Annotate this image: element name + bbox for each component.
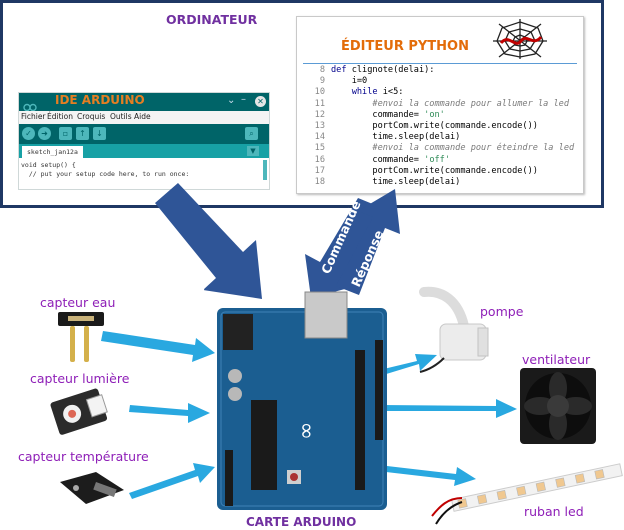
svg-text:∞: ∞ — [294, 422, 319, 440]
code-line: 16 commande= 'off' — [305, 155, 577, 166]
code-token: portCom.write(commande.encode()) — [331, 165, 538, 176]
menu-item-fichier[interactable]: Fichier — [21, 112, 46, 121]
line-number: 11 — [314, 98, 325, 109]
actuator-arrows — [371, 354, 517, 486]
led-strip-icon — [431, 463, 623, 525]
code-token: commande= — [331, 109, 425, 120]
line-number: 16 — [314, 154, 325, 165]
menu-item-edition[interactable]: Édition — [47, 112, 73, 121]
actuator-label-pump: pompe — [480, 304, 524, 319]
sensor-arrows — [101, 331, 215, 499]
python-editor-title: ÉDITEUR PYTHON — [341, 39, 469, 54]
sensor-label-water: capteur eau — [40, 295, 116, 310]
serial-monitor-icon[interactable]: ⌕ — [245, 127, 258, 140]
code-line: 11 #envoi la commande pour allumer la le… — [305, 99, 577, 110]
tab-sketch[interactable]: sketch_jan12a — [22, 146, 83, 158]
menu-item-aide[interactable]: Aide — [134, 112, 151, 121]
code-line: 9 i=0 — [305, 76, 577, 87]
code-line: 13 portCom.write(commande.encode()) — [305, 121, 577, 132]
command-arrow — [305, 198, 380, 298]
code-token: clignote(delai): — [351, 65, 435, 75]
arduino-logo-icon — [23, 97, 37, 112]
code-line: 18 time.sleep(delai) — [305, 177, 577, 188]
line-number: 14 — [314, 132, 325, 143]
line-number: 15 — [314, 143, 325, 154]
code-token: commande= — [331, 154, 425, 165]
ide-toolbar: ✓ ➜ ▫ ↑ ↓ ⌕ — [19, 124, 269, 144]
code-line: 10 while i<5: — [305, 87, 577, 98]
line-number: 18 — [314, 176, 325, 187]
code-token: time.sleep(delai) — [331, 132, 461, 143]
code-line: 8 def clignote(delai): — [305, 65, 577, 76]
response-arrow — [336, 189, 400, 295]
scrollbar[interactable] — [263, 160, 267, 180]
code-token: #envoi la commande pour allumer la led — [331, 98, 569, 109]
tab-menu-icon[interactable]: ▼ — [247, 146, 259, 156]
sensor-label-temperature: capteur température — [18, 449, 149, 464]
code-token: while — [351, 87, 378, 98]
light-sensor-icon — [50, 388, 108, 435]
verify-icon[interactable]: ✓ — [22, 127, 35, 140]
code-line: 14 time.sleep(delai) — [305, 132, 577, 143]
code-line: 17 portCom.write(commande.encode()) — [305, 166, 577, 177]
actuator-label-fan: ventilateur — [522, 352, 591, 367]
close-icon[interactable]: ✕ — [255, 96, 266, 107]
save-file-icon[interactable]: ↓ — [93, 127, 106, 140]
code-token: i<5: — [377, 87, 404, 98]
chevron-down-icon[interactable]: ⌄ — [227, 95, 236, 106]
menu-item-outils[interactable]: Outils — [110, 112, 132, 121]
board-label: CARTE ARDUINO — [246, 515, 357, 529]
arduino-board-icon: ∞ — [217, 291, 387, 510]
code-token: def — [331, 65, 352, 75]
code-line: 15 #envoi la commande pour éteindre la l… — [305, 143, 577, 154]
code-token: portCom.write(commande.encode()) — [331, 120, 538, 131]
ide-tabbar: sketch_jan12a ▼ — [19, 144, 269, 158]
code-token: time.sleep(delai) — [331, 176, 461, 187]
sensor-label-light: capteur lumière — [30, 371, 130, 386]
code-token: i=0 — [331, 76, 368, 87]
code-token: 'on' — [424, 109, 445, 120]
upload-arrow — [155, 183, 262, 299]
pump-icon — [419, 286, 489, 373]
menu-item-croquis[interactable]: Croquis — [77, 112, 106, 121]
ide-title: IDE ARDUINO — [55, 93, 145, 107]
ide-code-area[interactable]: void setup() { // put your setup code he… — [19, 158, 269, 189]
code-line: // put your setup code here, to run once… — [21, 170, 190, 178]
line-number: 8 — [319, 65, 325, 75]
code-line: 12 commande= 'on' — [305, 110, 577, 121]
ide-menubar: Fichier Édition Croquis Outils Aide — [19, 111, 269, 124]
line-number: 10 — [314, 87, 325, 98]
actuator-label-led-strip: ruban led — [524, 504, 584, 519]
title-separator — [303, 63, 577, 64]
spider-web-icon — [491, 19, 549, 63]
arduino-ide-window: IDE ARDUINO ⌄ – ✕ Fichier Édition Croqui… — [18, 92, 270, 190]
upload-icon[interactable]: ➜ — [38, 127, 51, 140]
line-number: 12 — [314, 109, 325, 120]
ide-titlebar: IDE ARDUINO ⌄ – ✕ — [19, 93, 269, 112]
code-token: #envoi la commande pour éteindre la led — [331, 143, 575, 154]
code-line: void setup() { — [21, 161, 76, 169]
open-file-icon[interactable]: ↑ — [76, 127, 89, 140]
minimize-icon[interactable]: – — [241, 94, 246, 105]
computer-title: ORDINATEUR — [166, 12, 258, 27]
line-number: 13 — [314, 120, 325, 131]
code-token: 'off' — [424, 154, 451, 165]
water-sensor-icon — [58, 312, 104, 362]
line-number: 9 — [319, 76, 325, 87]
line-number: 17 — [314, 165, 325, 176]
temperature-sensor-icon — [60, 472, 124, 504]
fan-icon — [520, 368, 596, 444]
new-file-icon[interactable]: ▫ — [59, 127, 72, 140]
